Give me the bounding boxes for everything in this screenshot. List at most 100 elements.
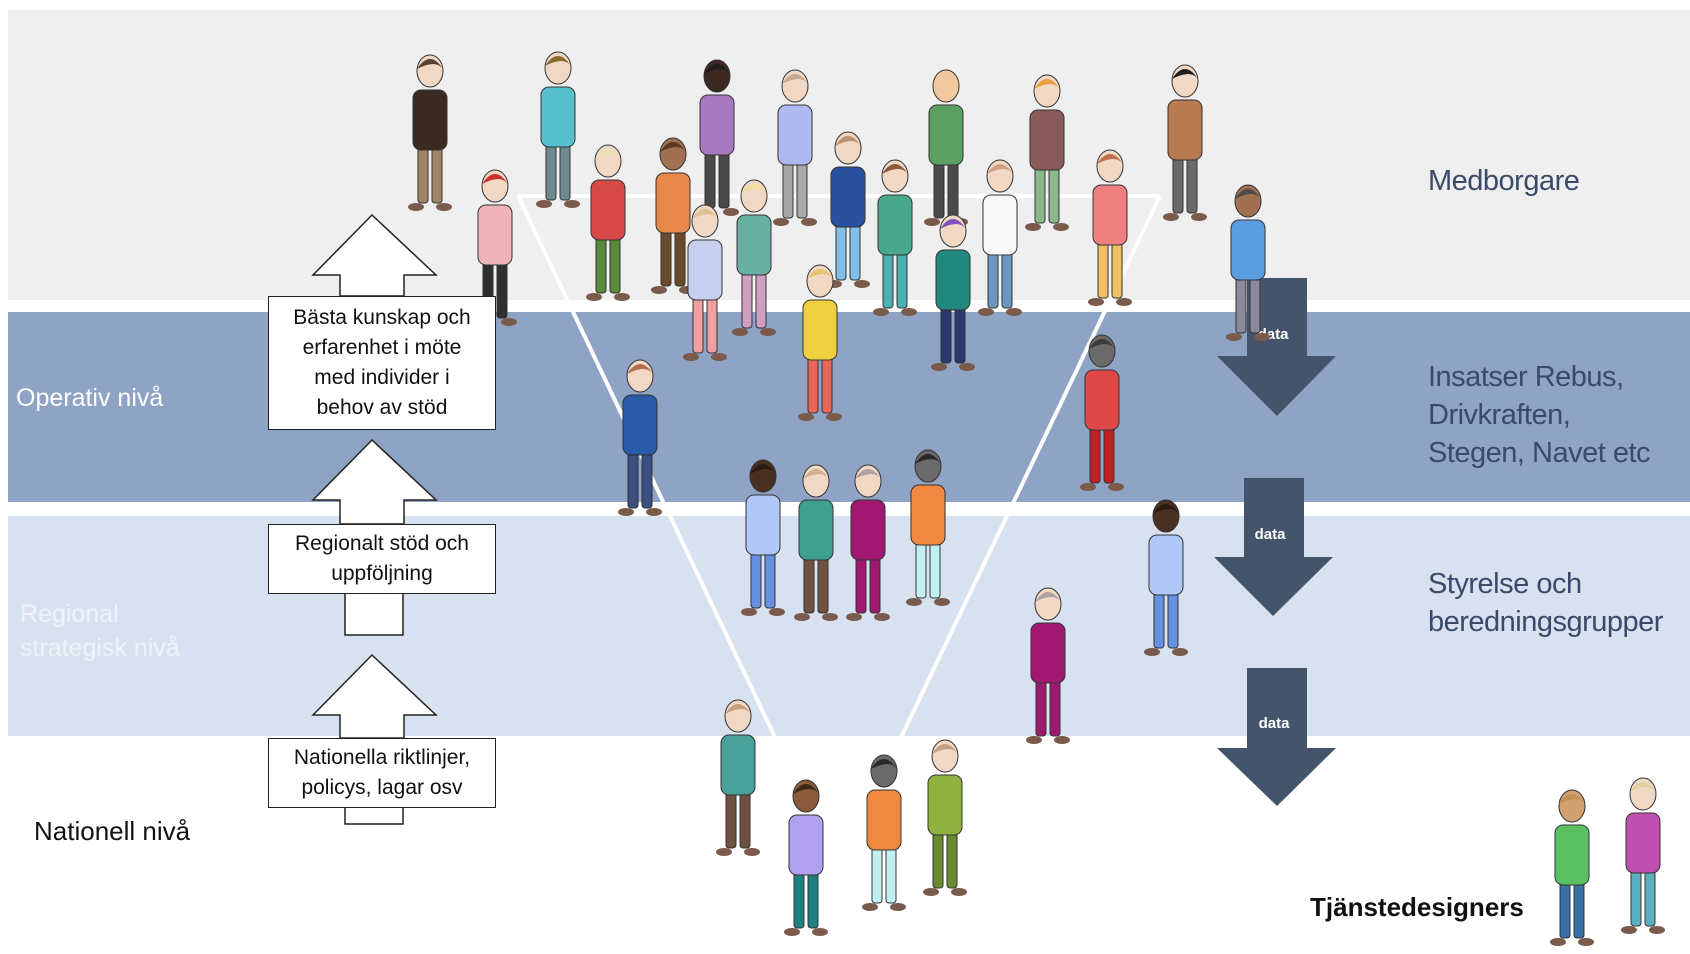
person-part — [627, 449, 639, 509]
person-figure — [1621, 777, 1665, 934]
person-figure — [1144, 499, 1188, 656]
person-part — [1153, 589, 1165, 649]
person-figure — [536, 51, 580, 208]
person-part — [890, 903, 906, 911]
person-part — [1034, 79, 1060, 89]
person-part — [1163, 213, 1179, 221]
person-part — [849, 221, 861, 281]
person-figure — [794, 464, 838, 621]
person-part — [692, 209, 718, 219]
person-part — [801, 218, 817, 226]
person-part — [536, 200, 552, 208]
person-figure — [1080, 334, 1124, 491]
person-part — [651, 286, 667, 294]
person-part — [1144, 648, 1160, 656]
people-illustrations — [408, 51, 1665, 946]
person-part — [807, 869, 819, 929]
person-part — [910, 484, 946, 546]
person-part — [750, 549, 762, 609]
person-part — [906, 598, 922, 606]
person-part — [545, 56, 571, 66]
person-part — [954, 304, 966, 364]
person-part — [830, 166, 866, 228]
person-part — [723, 208, 739, 216]
person-part — [854, 280, 870, 288]
person-figure — [924, 69, 968, 226]
person-part — [803, 469, 829, 479]
person-part — [793, 869, 805, 929]
person-part — [627, 364, 653, 374]
up-arrow-1 — [311, 213, 438, 297]
regional-support-box: Regionalt stöd och uppföljning — [268, 524, 496, 594]
person-part — [1084, 369, 1120, 431]
person-part — [951, 888, 967, 896]
person-part — [1108, 483, 1124, 491]
person-part — [947, 159, 959, 219]
person-part — [736, 214, 772, 276]
person-part — [933, 74, 959, 84]
person-figure — [408, 54, 452, 211]
person-part — [807, 354, 819, 414]
person-part — [826, 413, 842, 421]
person-part — [595, 149, 621, 159]
person-part — [1559, 879, 1571, 939]
person-part — [1167, 589, 1179, 649]
person-part — [782, 74, 808, 84]
person-part — [769, 608, 785, 616]
person-figure — [586, 144, 630, 301]
person-part — [866, 789, 902, 851]
person-part — [674, 227, 686, 287]
up-arrow-3 — [311, 653, 438, 739]
person-part — [807, 269, 833, 279]
person-figure — [826, 131, 870, 288]
person-figure — [1026, 587, 1070, 744]
person-part — [586, 293, 602, 301]
person-part — [417, 59, 443, 69]
up-arrow-2 — [311, 438, 438, 525]
person-part — [741, 184, 767, 194]
person-part — [850, 499, 886, 561]
person-part — [835, 136, 861, 146]
person-part — [933, 159, 945, 219]
person-part — [716, 848, 732, 856]
person-part — [1088, 298, 1104, 306]
person-part — [760, 328, 776, 336]
person-figure — [651, 137, 695, 294]
person-part — [741, 608, 757, 616]
person-part — [777, 104, 813, 166]
person-part — [932, 744, 958, 754]
person-part — [987, 249, 999, 309]
person-part — [1625, 812, 1661, 874]
person-figure — [862, 754, 906, 911]
person-part — [1559, 794, 1585, 804]
person-part — [739, 789, 751, 849]
person-part — [924, 218, 940, 226]
person-part — [622, 394, 658, 456]
person-part — [931, 363, 947, 371]
person-part — [1578, 938, 1594, 946]
person-part — [641, 449, 653, 509]
person-part — [660, 227, 672, 287]
person-figure — [798, 264, 842, 421]
person-part — [1035, 677, 1047, 737]
operative-level-label: Operativ nivå — [16, 384, 164, 412]
person-part — [1035, 592, 1061, 602]
person-part — [882, 249, 894, 309]
person-part — [408, 203, 424, 211]
person-part — [1034, 164, 1046, 224]
person-part — [1001, 249, 1013, 309]
person-part — [846, 613, 862, 621]
person-figure — [773, 69, 817, 226]
person-part — [869, 554, 881, 614]
person-part — [932, 829, 944, 889]
person-part — [798, 413, 814, 421]
person-part — [987, 164, 1013, 174]
person-part — [940, 304, 952, 364]
person-part — [750, 464, 776, 474]
person-part — [1049, 677, 1061, 737]
person-figure — [978, 159, 1022, 316]
person-part — [1111, 239, 1123, 299]
person-part — [1097, 239, 1109, 299]
person-part — [595, 234, 607, 294]
person-part — [1644, 867, 1656, 927]
